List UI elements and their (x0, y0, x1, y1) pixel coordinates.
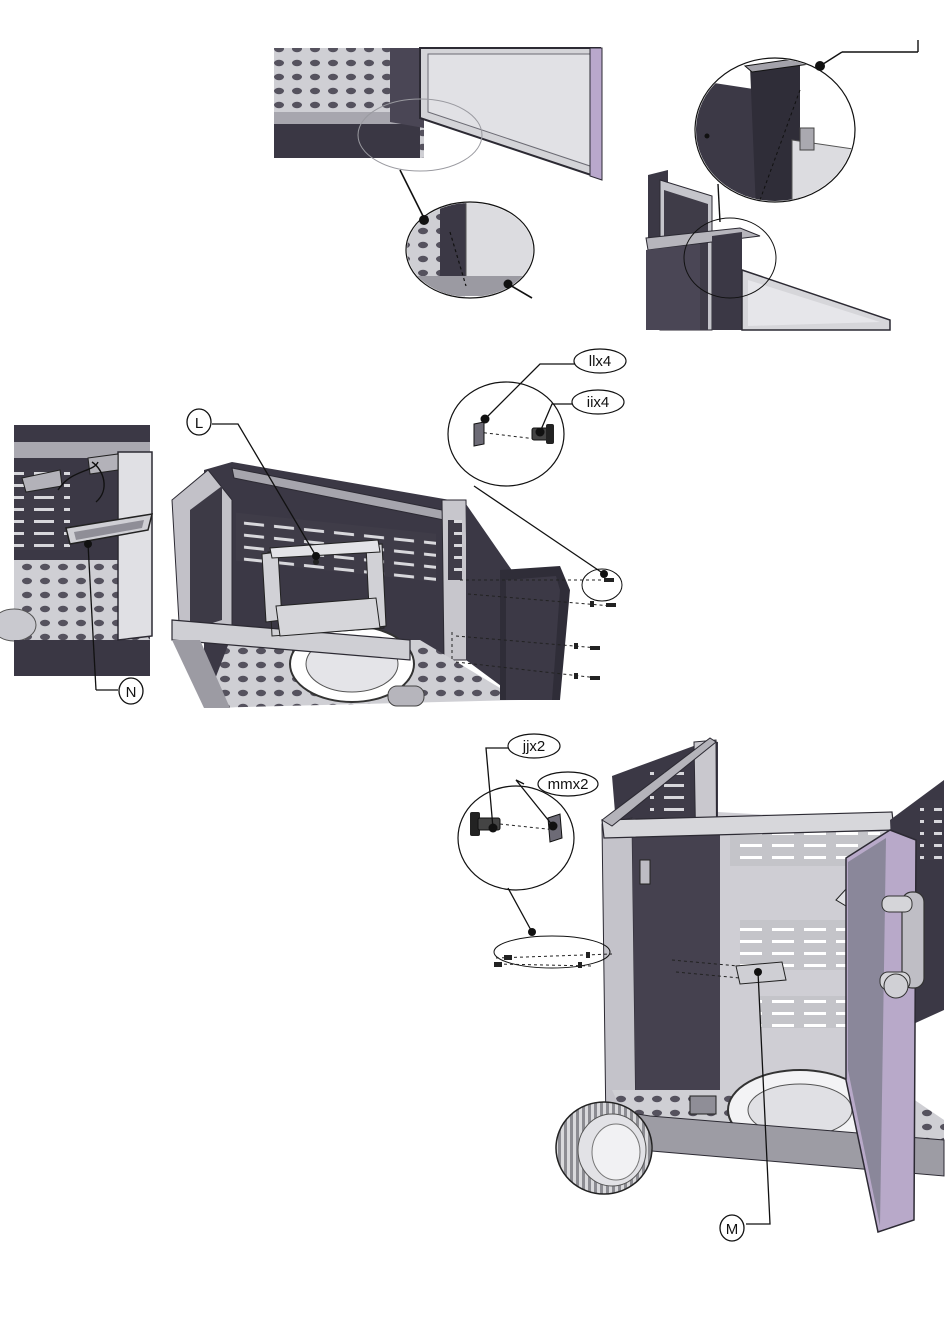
part-label-N: N (126, 684, 137, 701)
part-label-jjx2: jjx2 (522, 738, 546, 755)
part-label-llx4: llx4 (589, 353, 612, 370)
cart-assembly-figure: M jjx2 mmx2 (458, 734, 944, 1241)
door-hinge-detail-figure (274, 48, 602, 300)
part-label-iix4: iix4 (587, 394, 610, 411)
tray-assembly-figure: N (0, 425, 152, 704)
top-hinge-detail-figure (646, 40, 918, 330)
part-label-M: M (726, 1221, 739, 1238)
part-label-L: L (195, 415, 203, 432)
bracket-assembly-figure: llx4 iix4 L (172, 349, 626, 708)
part-label-mmx2: mmx2 (548, 776, 589, 793)
